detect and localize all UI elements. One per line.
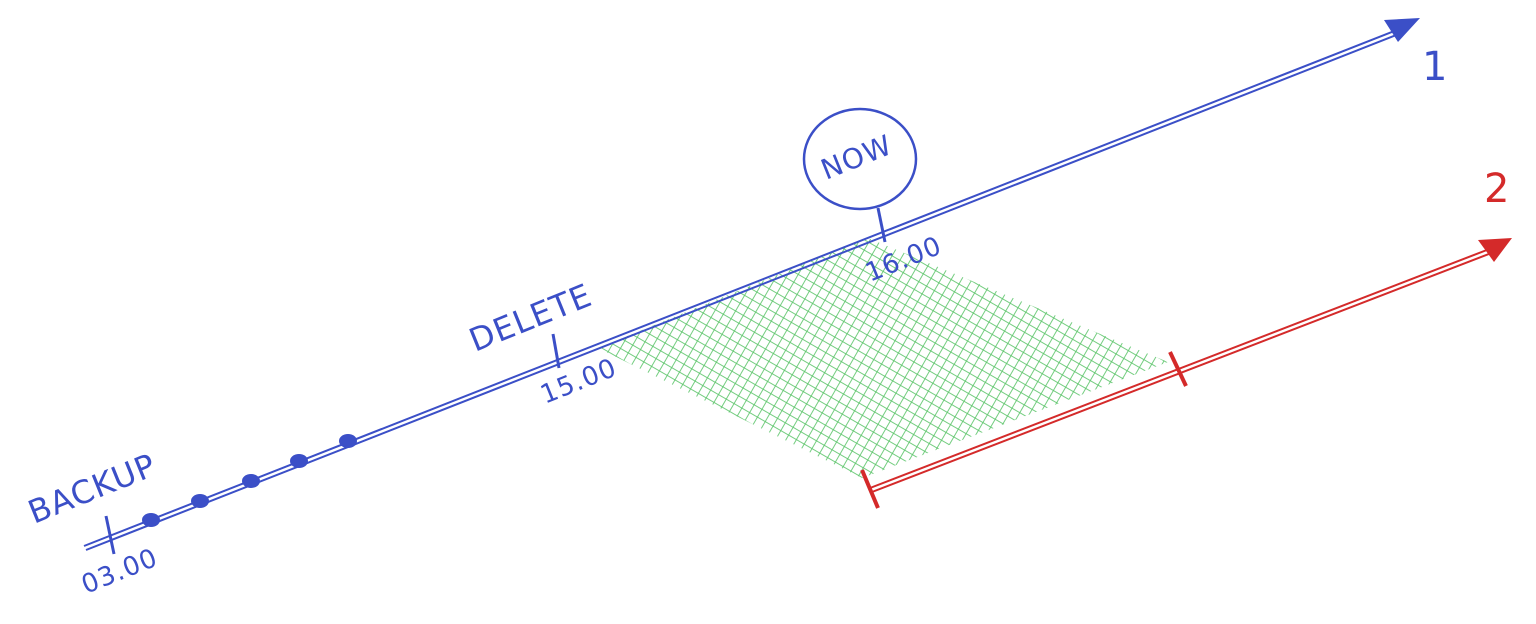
timeline-1-number: 1 [1422,44,1448,90]
timeline-2 [860,238,1512,509]
tick-delete [551,333,561,369]
tick-now [876,207,887,243]
label-delete: DELETE [464,276,598,359]
tick-backup [104,515,116,555]
timeline-1 [83,18,1420,551]
now-circle [802,107,918,211]
tick-start-2 [860,469,880,509]
label-now: NOW [816,128,897,186]
arrow-head-2 [1478,238,1512,262]
arrow-head-1 [1384,18,1420,42]
shaded-region [598,238,1168,478]
tick-end-2 [1168,351,1188,387]
label-delete-time: 15.00 [536,353,621,411]
backup-dots [142,434,357,527]
label-backup-time: 03.00 [77,543,162,601]
label-backup: BACKUP [23,446,162,532]
timeline-2-number: 2 [1484,166,1510,212]
